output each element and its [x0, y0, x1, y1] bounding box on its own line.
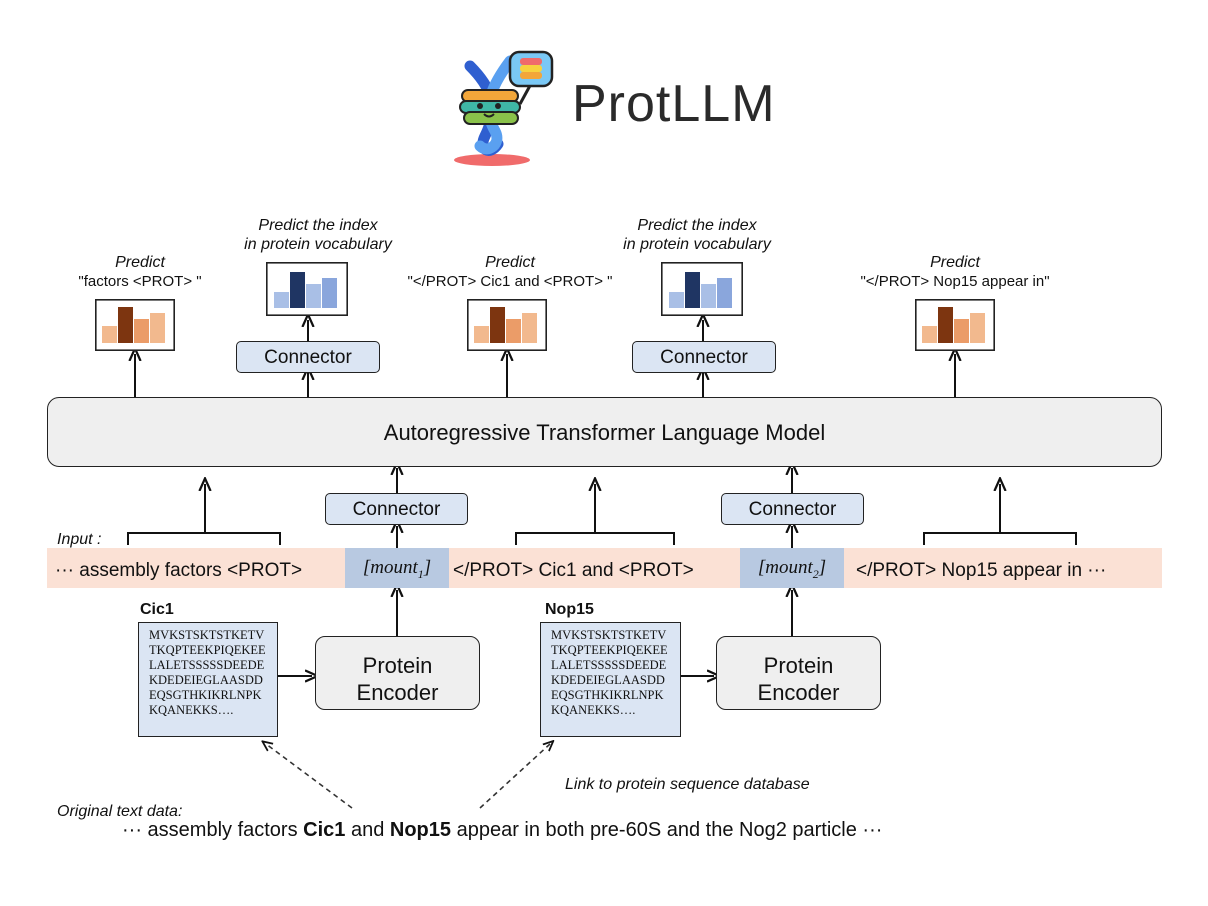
predict-text: in protein vocabulary: [244, 236, 392, 253]
predict-heading: Predict: [115, 254, 165, 271]
vocab-distribution-1: [266, 262, 348, 316]
connector-bottom-2: Connector: [721, 493, 864, 525]
mount-token-1: [mount1]: [345, 548, 449, 588]
connector-top-2: Connector: [632, 341, 776, 373]
input-sequence-row: [47, 548, 1162, 588]
predict-text: "</PROT> Cic1 and <PROT> ": [407, 273, 613, 290]
mount-token-text: [mount: [362, 557, 418, 578]
protein-encoder-2: Protein Encoder: [716, 636, 881, 710]
original-text-pre: ··· assembly factors: [122, 819, 304, 841]
mount-token-2: [mount2]: [740, 548, 844, 588]
protein-sequence-nop15: MVKSTSKTSTKETV TKQPTEEKPIQEKEE LALETSSSS…: [540, 622, 681, 737]
predict-heading: Predict: [930, 254, 980, 271]
transformer-label: Autoregressive Transformer Language Mode…: [383, 420, 826, 445]
predict-text: in protein vocabulary: [623, 236, 771, 253]
original-text: ··· assembly factors Cic1 and Nop15 appe…: [122, 819, 882, 842]
title: ProtLLM: [572, 75, 776, 133]
connector-bottom-1: Connector: [325, 493, 468, 525]
mount-token-close: ]: [423, 557, 432, 578]
predict-distribution-1: [95, 299, 175, 351]
protein-encoder-1: Protein Encoder: [315, 636, 480, 710]
encoder-label-line1: Protein: [362, 653, 433, 678]
predict-distribution-3: [915, 299, 995, 351]
predict-text: "</PROT> Nop15 appear in": [860, 273, 1050, 290]
mount-token-subscript: 2: [812, 566, 819, 581]
vocab-distribution-2: [661, 262, 743, 316]
predict-label-5: Predict "</PROT> Nop15 appear in": [830, 253, 1080, 291]
original-text-post: appear in both pre-60S and the Nog2 part…: [451, 819, 883, 841]
original-text-mid: and: [345, 819, 390, 841]
input-segment-3: </PROT> Nop15 appear in ···: [856, 560, 1107, 581]
input-segment-2: </PROT> Cic1 and <PROT>: [453, 560, 694, 581]
predict-label-2: Predict the index in protein vocabulary: [218, 216, 418, 254]
transformer-language-model: Autoregressive Transformer Language Mode…: [47, 397, 1162, 467]
predict-label-3: Predict "</PROT> Cic1 and <PROT> ": [385, 253, 635, 291]
predict-heading: Predict: [485, 254, 535, 271]
connector-top-1: Connector: [236, 341, 380, 373]
predict-heading: Predict the index: [637, 217, 757, 234]
protein-sequence-cic1: MVKSTSKTSTKETV TKQPTEEKPIQEKEE LALETSSSS…: [138, 622, 278, 737]
input-label: Input :: [57, 531, 102, 548]
encoder-label-line2: Encoder: [356, 680, 439, 705]
protein-name-nop15: Nop15: [545, 601, 594, 618]
mount-token-text: [mount: [757, 557, 813, 578]
original-text-label: Original text data:: [57, 803, 183, 820]
mount-token-close: ]: [818, 557, 827, 578]
mount-token-subscript: 1: [417, 566, 424, 581]
predict-heading: Predict the index: [258, 217, 378, 234]
protllm-logo-mascot: [454, 50, 554, 166]
predict-text: "factors <PROT> ": [78, 273, 202, 290]
predict-label-4: Predict the index in protein vocabulary: [597, 216, 797, 254]
input-segment-1: ··· assembly factors <PROT>: [55, 560, 303, 581]
encoder-label-line1: Protein: [763, 653, 834, 678]
predict-distribution-2: [467, 299, 547, 351]
original-text-protein-1: Cic1: [303, 819, 346, 841]
encoder-label-line2: Encoder: [757, 680, 840, 705]
protein-name-cic1: Cic1: [140, 601, 174, 618]
link-label: Link to protein sequence database: [565, 776, 810, 793]
original-text-protein-2: Nop15: [389, 819, 452, 841]
predict-label-1: Predict "factors <PROT> ": [40, 253, 240, 291]
